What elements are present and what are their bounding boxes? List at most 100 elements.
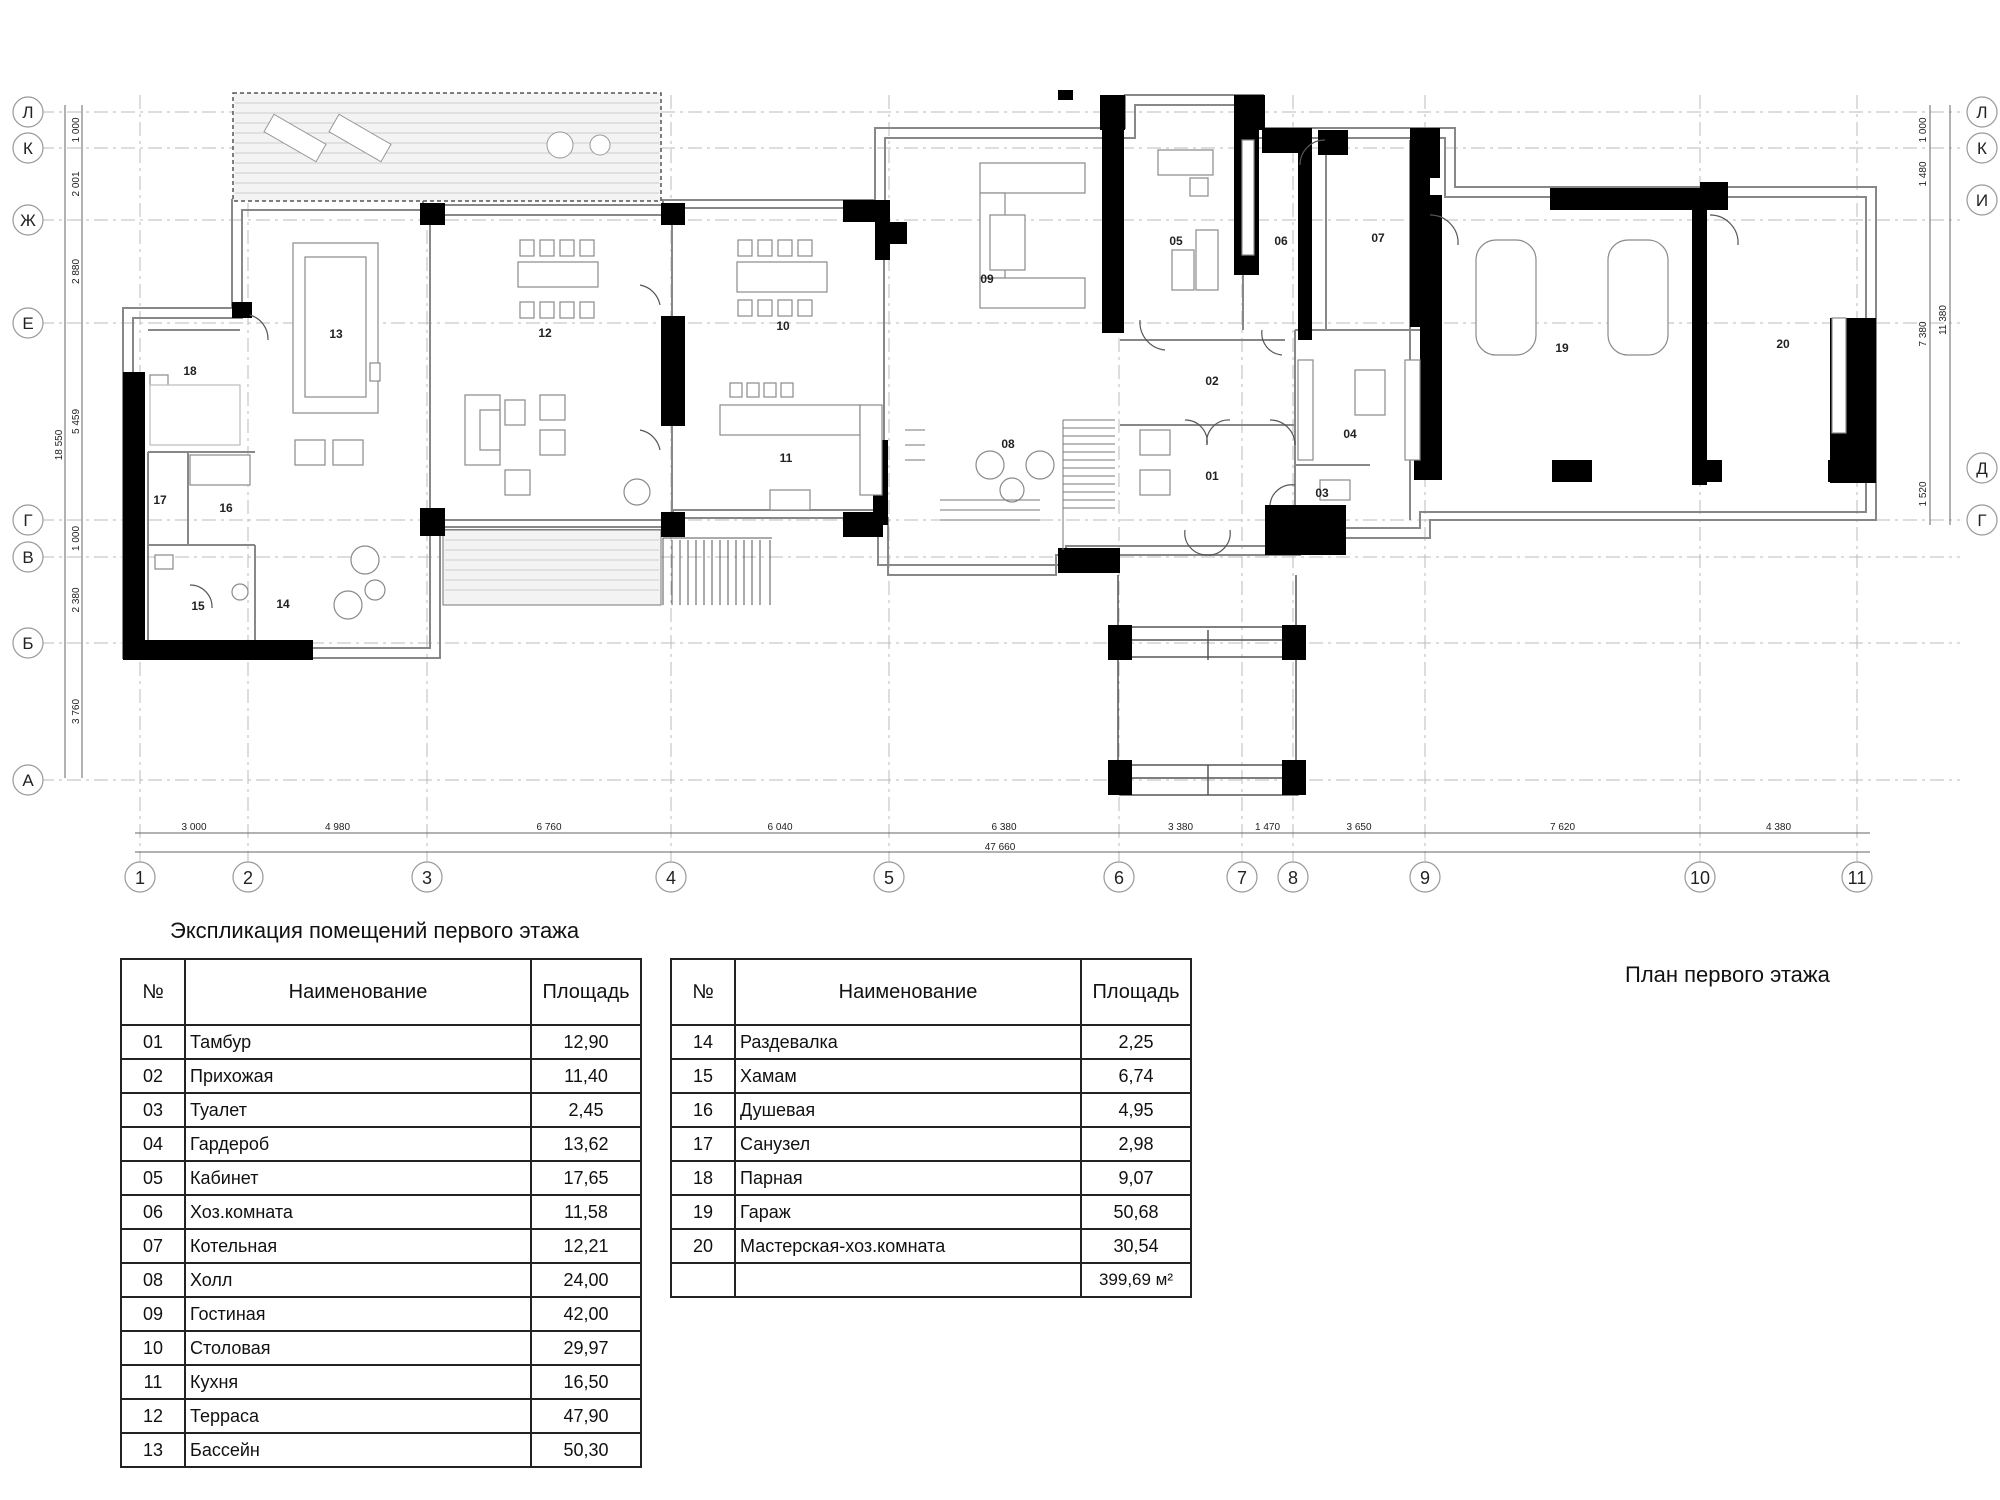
room-number: 17 [153, 493, 167, 507]
cell-name: Гараж [734, 1194, 1082, 1230]
cell-num: 19 [670, 1194, 736, 1230]
cell-area: 2,45 [530, 1092, 642, 1128]
axis-bubble-row [12, 96, 44, 128]
axis-label-col: 8 [1288, 868, 1298, 888]
cell-num: 02 [120, 1058, 186, 1094]
dim-right: 1 520 [1918, 481, 1929, 506]
cell-name: Гостиная [184, 1296, 532, 1332]
cell-name: Терраса [184, 1398, 532, 1434]
axis-bubble-row [12, 307, 44, 339]
axis-bubble-row [12, 204, 44, 236]
room-number: 15 [191, 599, 205, 613]
cell-num: 16 [670, 1092, 736, 1128]
cell-area: 12,90 [530, 1024, 642, 1060]
axis-label-row: Л [22, 103, 33, 122]
dim-right-total: 11 380 [1938, 305, 1949, 335]
cell-name: Хоз.комната [184, 1194, 532, 1230]
dim-bottom: 3 650 [1346, 822, 1371, 833]
dim-bottom: 4 380 [1766, 822, 1791, 833]
axis-bubble-col [1277, 861, 1309, 893]
axis-label-col: 5 [884, 868, 894, 888]
axis-label-row-right: И [1976, 191, 1988, 210]
cell-num: 04 [120, 1126, 186, 1162]
room-number: 12 [538, 326, 552, 340]
dim-left: 2 001 [71, 171, 82, 196]
dim-right: 1 000 [1918, 117, 1929, 142]
room-number: 02 [1205, 374, 1219, 388]
room-number: 04 [1343, 427, 1357, 441]
dim-left: 5 459 [71, 409, 82, 434]
header-name: Наименование [184, 958, 532, 1026]
deck-bottom [442, 529, 662, 606]
room-number: 10 [776, 319, 790, 333]
dim-right: 7 380 [1918, 321, 1929, 346]
cell-area: 16,50 [530, 1364, 642, 1400]
total-area: 399,69 м² [1080, 1262, 1192, 1298]
dim-bottom: 3 000 [181, 822, 206, 833]
stairs-inside [905, 419, 1115, 550]
axis-bubble-row [12, 764, 44, 796]
cell-num: 06 [120, 1194, 186, 1230]
cell-area: 17,65 [530, 1160, 642, 1196]
axis-label-row: В [22, 548, 33, 567]
room-number: 11 [780, 451, 793, 465]
cell-area: 50,68 [1080, 1194, 1192, 1230]
cell-num: 18 [670, 1160, 736, 1196]
header-num: № [120, 958, 186, 1026]
dim-bottom: 6 380 [991, 822, 1016, 833]
room-number: 08 [1001, 437, 1015, 451]
cell-area: 4,95 [1080, 1092, 1192, 1128]
cell-name: Столовая [184, 1330, 532, 1366]
header-num: № [670, 958, 736, 1026]
dim-left: 1 000 [71, 117, 82, 142]
axis-label-col: 3 [422, 868, 432, 888]
axis-bubble-col [411, 861, 443, 893]
axis-label-col: 2 [243, 868, 253, 888]
cell-area: 11,58 [530, 1194, 642, 1230]
cell-name: Мастерская-хоз.комната [734, 1228, 1082, 1264]
axis-label-row-right: Г [1977, 511, 1986, 530]
axis-label-row-right: Д [1976, 459, 1988, 478]
room-number: 09 [980, 272, 994, 286]
deck-top [232, 92, 662, 202]
cell-name: Кухня [184, 1364, 532, 1400]
cell-name: Душевая [734, 1092, 1082, 1128]
dim-bottom: 3 380 [1168, 822, 1193, 833]
furniture [149, 139, 1847, 620]
cell-name: Прихожая [184, 1058, 532, 1094]
axis-bubble-col [1684, 861, 1716, 893]
axis-bubble-col [1103, 861, 1135, 893]
cell-area: 6,74 [1080, 1058, 1192, 1094]
dim-right: 1 480 [1918, 161, 1929, 186]
cell-num: 07 [120, 1228, 186, 1264]
cell-area: 2,25 [1080, 1024, 1192, 1060]
cell-num: 15 [670, 1058, 736, 1094]
axis-bubble-row [12, 132, 44, 164]
cell-area: 24,00 [530, 1262, 642, 1298]
cell-num: 03 [120, 1092, 186, 1128]
cell-area: 12,21 [530, 1228, 642, 1264]
cell-area: 47,90 [530, 1398, 642, 1434]
cell-num: 20 [670, 1228, 736, 1264]
axis-bubble-row-right [1966, 132, 1998, 164]
axis-label-col: 6 [1114, 868, 1124, 888]
cell-area: 30,54 [1080, 1228, 1192, 1264]
axis-label-row-right: К [1977, 139, 1987, 158]
dim-bottom: 6 760 [536, 822, 561, 833]
axis-bubble-row [12, 627, 44, 659]
total-row: 399,69 м² [670, 1262, 1192, 1298]
axis-label-row-right: Л [1976, 103, 1987, 122]
dim-left: 1 000 [71, 526, 82, 551]
axis-bubble-row-right [1966, 452, 1998, 484]
